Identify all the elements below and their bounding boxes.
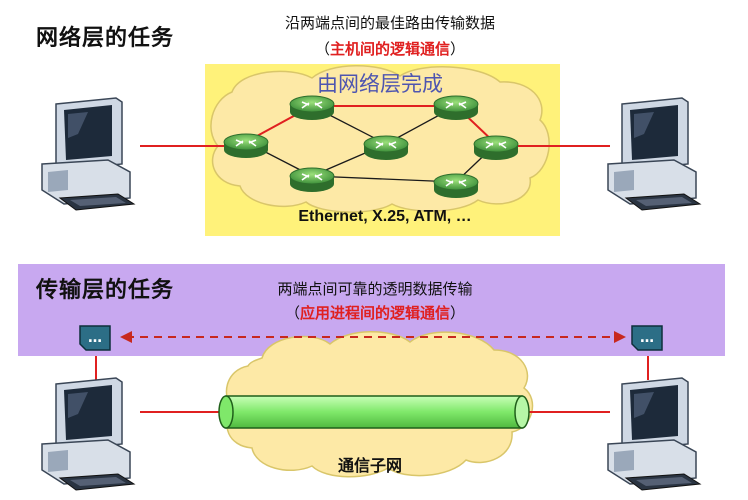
transport-logical-comm-text: 应用进程间的逻辑通信 [299,304,450,322]
transport-layer-heading: 传输层的任务 [36,277,175,303]
network-logical-comm: （主机间的逻辑通信） [230,38,550,59]
router-icon [473,135,519,161]
computer-icon [607,377,701,491]
transport-layer-description: 两端点间可靠的透明数据传输 [277,280,473,298]
subnet-label: 通信子网 [337,456,402,475]
router-icon [289,167,335,193]
paren-open: （ [284,304,300,322]
protocol-list: Ethernet, X.25, ATM, … [298,208,472,225]
router-icon [289,95,335,121]
process-glyph: … [88,330,102,346]
network-layer-description: 沿两端点间的最佳路由传输数据 [284,14,495,32]
network-logical-comm-text: 主机间的逻辑通信 [329,40,450,58]
router-icon [433,95,479,121]
paren-close: ） [450,40,466,58]
computer-icon [41,377,135,491]
router-icon [363,135,409,161]
transport-logical-comm: （应用进程间的逻辑通信） [220,302,530,323]
paren-close: ） [450,304,466,322]
logical-comm-arrow [120,331,626,343]
router-icon [433,173,479,199]
computer-icon [41,97,135,211]
network-layer-heading: 网络层的任务 [36,25,175,51]
process-icon: … [79,325,111,351]
router-icon [223,133,269,159]
cloud-label: 由网络层完成 [317,72,443,96]
computer-icon [607,97,701,211]
process-glyph: … [640,330,654,346]
pipe-icon [218,395,530,429]
paren-open: （ [314,40,330,58]
process-icon: … [631,325,663,351]
